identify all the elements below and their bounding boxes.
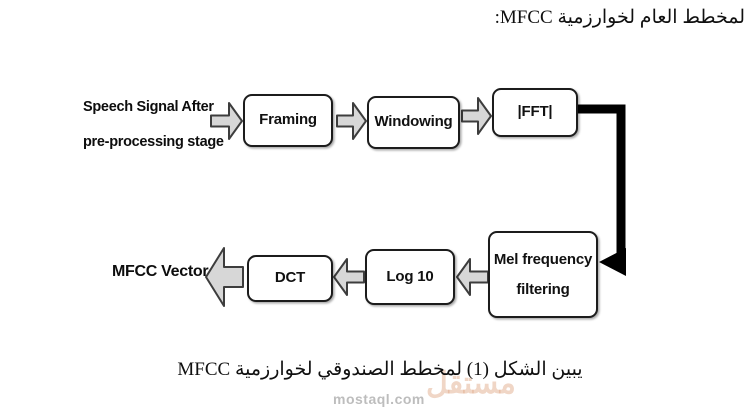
framing-block: Framing — [243, 94, 333, 147]
mel-block-label-line2: filtering — [516, 280, 570, 298]
log10-block-label: Log 10 — [386, 267, 434, 285]
mostaql-logo-watermark: مستقل — [426, 367, 516, 400]
log10-block: Log 10 — [365, 249, 455, 305]
windowing-block-label: Windowing — [374, 113, 453, 131]
source-signal-label: Speech Signal After pre-processing stage — [83, 90, 224, 160]
arrow-right-source-to-framing — [210, 102, 243, 140]
mostaql-site-watermark: mostaql.com — [333, 391, 425, 407]
dct-block-label: DCT — [274, 269, 306, 287]
page-title: لمخطط العام لخوارزمية MFCC: — [494, 7, 745, 28]
mfcc-vector-label: MFCC Vector — [112, 263, 209, 280]
source-signal-label-line2: pre-processing stage — [83, 134, 224, 150]
dct-block: DCT — [247, 255, 333, 302]
source-signal-label-line1: Speech Signal After — [83, 99, 214, 115]
connector-fft-to-mel-line — [578, 104, 626, 260]
mel-block-label-line1: Mel frequency — [493, 250, 593, 268]
windowing-block: Windowing — [367, 96, 460, 149]
arrow-right-framing-to-windowing — [336, 102, 367, 140]
connector-fft-to-mel-arrowhead — [599, 248, 626, 276]
arrow-left-dct-to-output — [205, 247, 244, 307]
arrow-left-log10-to-dct — [333, 258, 365, 296]
figure-caption: يبين الشكل (1) لمخطط الصندوقي لخوارزمية … — [177, 359, 583, 380]
fft-block-label: |FFT| — [517, 103, 553, 121]
fft-block: |FFT| — [492, 88, 578, 137]
arrow-right-windowing-to-fft — [461, 97, 492, 135]
arrow-left-mel-to-log10 — [456, 258, 489, 296]
framing-block-label: Framing — [259, 111, 317, 129]
mel-frequency-filtering-block: Mel frequency filtering — [488, 231, 598, 318]
